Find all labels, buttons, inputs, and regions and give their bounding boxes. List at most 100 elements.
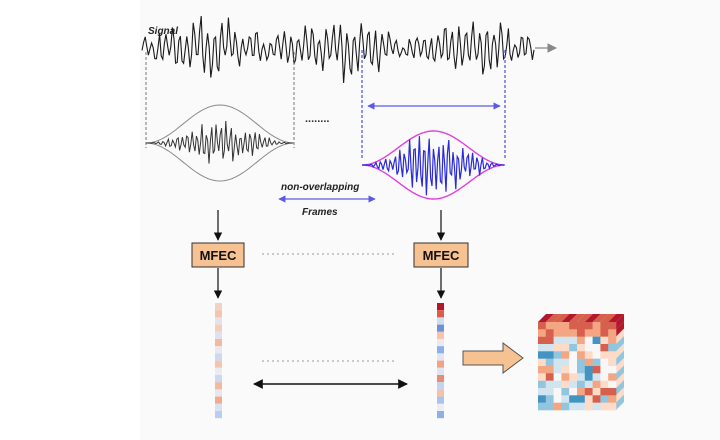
feature-cell (215, 403, 222, 411)
cube-front-cell (569, 351, 578, 359)
mfec-box-left: MFEC (191, 242, 245, 268)
cube-front-cell (561, 329, 570, 337)
cube-front-cell (538, 322, 547, 330)
cube-front-cell (577, 344, 586, 352)
cube-front-cell (553, 336, 562, 345)
cube-front-cell (600, 329, 609, 337)
feature-cell (215, 367, 222, 375)
cube-front-cell (600, 373, 609, 381)
cube-front-cell (561, 373, 570, 381)
cube-front-cell (608, 336, 617, 345)
cube-front-cell (608, 344, 617, 352)
cube-front-cell (545, 329, 554, 337)
cube-front-cell (584, 344, 593, 352)
cube-front-cell (584, 380, 593, 389)
cube-front-cell (608, 380, 617, 389)
cube-front-cell (584, 373, 593, 381)
cube-side-cell (616, 358, 624, 374)
cube-front-cell (538, 402, 547, 411)
cube-front-cell (577, 329, 586, 337)
cube-front-cell (553, 366, 562, 374)
signal-waveform (141, 15, 535, 83)
cube-front-cell (538, 336, 547, 345)
cube-front-cell (545, 395, 554, 403)
feature-cell (215, 353, 222, 361)
cube-front-cell (592, 322, 601, 330)
cube-top-cell (592, 314, 609, 322)
cube-front-cell (538, 366, 547, 374)
cube-front-cell (538, 373, 547, 381)
cube-front-cell (545, 336, 554, 345)
cube-front-cell (553, 344, 562, 352)
cube-front-cell (538, 388, 547, 396)
cube-front-cell (592, 344, 601, 352)
feature-cell (215, 317, 222, 325)
feature-column-right (437, 303, 444, 419)
cube-front-cell (584, 329, 593, 337)
cube-front-cell (608, 351, 617, 359)
feature-cell (215, 396, 222, 404)
cube-front-cell (608, 395, 617, 403)
feature-cell (215, 360, 222, 368)
cube-top-cell (569, 314, 585, 322)
cube-front-cell (577, 358, 586, 367)
cube-front-cell (561, 402, 570, 411)
cube-front-cell (569, 388, 578, 396)
cube-front-cell (545, 358, 554, 367)
feature-cube (538, 314, 624, 411)
cube-top-cell (608, 314, 624, 322)
cube-front-cell (600, 336, 609, 345)
cube-side-cell (616, 336, 624, 352)
cube-top-cell (538, 314, 554, 322)
cube-front-cell (584, 366, 593, 374)
cube-front-cell (553, 402, 562, 411)
cube-side-cell (616, 380, 624, 396)
cube-front-cell (584, 358, 593, 367)
cube-front-cell (561, 336, 570, 345)
feature-cell (215, 331, 222, 339)
cube-front-cell (584, 402, 593, 411)
cube-front-cell (561, 380, 570, 389)
feature-cell (437, 317, 444, 325)
cube-front-cell (592, 358, 601, 367)
feature-cell (437, 303, 444, 311)
cube-top-cell (561, 314, 578, 322)
mfec-label-right: MFEC (423, 248, 460, 263)
cube-front-cell (592, 388, 601, 396)
left-windowed-frame (146, 120, 293, 164)
frames-label: Frames (302, 207, 338, 218)
cube-front-cell (569, 373, 578, 381)
cube-front-cell (538, 329, 547, 337)
feature-cell (215, 382, 222, 390)
cube-top-cell (553, 314, 570, 322)
feature-cell (437, 346, 444, 354)
cube-front-cell (561, 388, 570, 396)
feature-cell (437, 339, 444, 347)
mfec-box-right: MFEC (413, 242, 469, 268)
cube-side-cell (616, 365, 624, 381)
cube-front-cell (592, 351, 601, 359)
cube-front-cell (569, 358, 578, 367)
cube-front-cell (569, 329, 578, 337)
cube-front-cell (577, 395, 586, 403)
cube-front-cell (553, 358, 562, 367)
cube-front-cell (545, 366, 554, 374)
cube-front-cell (553, 373, 562, 381)
cube-side-cell (616, 343, 624, 359)
cube-front-cell (545, 322, 554, 330)
cube-front-cell (569, 395, 578, 403)
signal-label: Signal (148, 26, 178, 37)
cube-front-cell (608, 402, 617, 411)
cube-front-cell (592, 329, 601, 337)
cube-front-cell (584, 336, 593, 345)
cube-front-cell (561, 395, 570, 403)
feature-column-left (215, 303, 222, 419)
feature-cell (437, 396, 444, 404)
cube-front-cell (538, 344, 547, 352)
cube-front-cell (569, 402, 578, 411)
cube-front-cell (561, 358, 570, 367)
cube-front-cell (600, 395, 609, 403)
cube-front-cell (577, 380, 586, 389)
